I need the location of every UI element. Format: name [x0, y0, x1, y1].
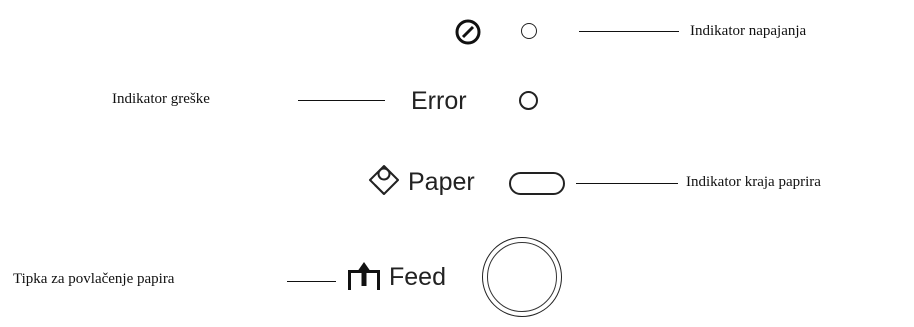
paper-label: Paper	[408, 168, 475, 196]
feed-label: Feed	[389, 263, 446, 291]
power-indicator-led	[521, 23, 537, 39]
error-callout-label: Indikator greške	[112, 91, 210, 107]
error-indicator-led	[519, 91, 538, 110]
error-label: Error	[411, 87, 467, 115]
paper-callout-line	[576, 183, 678, 184]
power-callout-line	[579, 31, 679, 32]
paper-end-indicator-led	[509, 172, 565, 195]
feed-callout-label: Tipka za povlačenje papira	[13, 271, 175, 287]
error-callout-line	[298, 100, 385, 101]
feed-button[interactable]	[482, 237, 562, 317]
power-callout-label: Indikator napajanja	[690, 23, 807, 39]
paper-roll-icon	[367, 163, 401, 204]
power-icon	[454, 18, 482, 51]
feed-callout-line	[287, 281, 336, 282]
paper-callout-label: Indikator kraja paprira	[686, 174, 821, 190]
feed-arrow-icon	[346, 262, 382, 295]
